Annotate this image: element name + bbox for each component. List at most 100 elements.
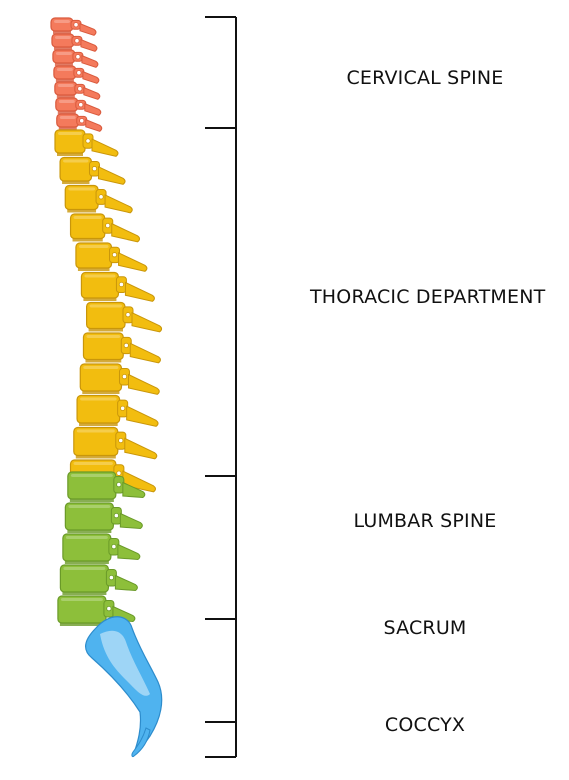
cervical-vertebra-body (54, 81, 78, 96)
thoracic-vertebra-spinous-process (118, 252, 148, 272)
lumbar-vertebra-highlight (68, 505, 111, 508)
lumbar-vertebra-spinous-process (122, 481, 146, 499)
cervical-vertebra-disc (54, 63, 73, 66)
thoracic-vertebra-spinous-process (97, 165, 126, 185)
cervical-vertebra-highlight (57, 84, 74, 87)
thoracic-vertebra-foramen (118, 437, 124, 444)
thoracic-vertebra-spinous-process (124, 437, 158, 460)
thoracic-vertebra-highlight (83, 366, 119, 369)
lumbar-vertebra-disc (69, 499, 114, 502)
cervical-vertebra-spinous-process (81, 54, 99, 68)
cervical-vertebra-foramen (75, 54, 81, 60)
thoracic-vertebra-highlight (63, 159, 89, 163)
thoracic-vertebra-spinous-process (104, 194, 133, 214)
cervical-vertebra-highlight (56, 68, 73, 71)
thoracic-vertebra-spinous-process (131, 311, 163, 333)
thoracic-vertebra-disc (83, 298, 117, 301)
lumbar-vertebra-spinous-process (114, 574, 138, 592)
label-thoracic-department: THORACIC DEPARTMENT (310, 286, 546, 308)
cervical-vertebra-spinous-process (82, 70, 100, 84)
thoracic-vertebrae (54, 129, 163, 493)
lumbar-vertebra-3 (62, 533, 141, 564)
cervical-vertebra-body (50, 17, 74, 32)
thoracic-vertebra-foramen (118, 281, 125, 288)
lumbar-vertebra-highlight (70, 474, 113, 477)
lumbar-vertebra-foramen (111, 543, 117, 550)
thoracic-vertebra-8 (82, 332, 161, 364)
cervical-vertebra-2 (51, 33, 98, 52)
cervical-vertebra-disc (53, 47, 72, 50)
cervical-vertebra-disc (58, 127, 77, 130)
thoracic-vertebra-foramen (85, 138, 91, 144)
cervical-vertebra-foramen (77, 86, 83, 92)
coccyx-bone (131, 727, 151, 758)
label-coccyx: COCCYX (384, 714, 466, 736)
thoracic-vertebra-foramen (91, 166, 98, 172)
cervical-vertebra-body (52, 49, 76, 64)
cervical-vertebra-foramen (76, 70, 82, 76)
thoracic-vertebra-foramen (105, 222, 111, 229)
thoracic-vertebra-highlight (73, 216, 102, 219)
cervical-vertebra-foramen (79, 118, 85, 124)
lumbar-vertebra-1 (67, 471, 146, 502)
thoracic-vertebra-disc (79, 423, 118, 426)
thoracic-vertebra-disc (62, 181, 90, 184)
thoracic-vertebra-6 (80, 271, 155, 302)
cervical-vertebra-disc (53, 31, 71, 34)
cervical-vertebra-body (51, 33, 75, 48)
thoracic-vertebra-spinous-process (127, 373, 160, 395)
cervical-vertebra-disc (56, 95, 75, 98)
thoracic-vertebra-4 (69, 213, 141, 243)
cervical-vertebra-body (55, 97, 79, 112)
thoracic-vertebra-spinous-process (91, 138, 119, 157)
lumbar-vertebrae (57, 471, 146, 626)
thoracic-vertebra-highlight (78, 245, 109, 248)
lumbar-vertebra-highlight (65, 536, 108, 539)
cervical-vertebra-highlight (54, 36, 71, 39)
lumbar-vertebra-disc (59, 623, 104, 626)
thoracic-vertebra-1 (54, 129, 119, 157)
thoracic-vertebra-foramen (121, 373, 128, 380)
lumbar-vertebra-disc (62, 592, 107, 595)
lumbar-vertebra-spinous-process (119, 512, 143, 530)
lumbar-vertebra-foramen (116, 481, 122, 488)
cervical-vertebra-highlight (58, 100, 75, 103)
thoracic-vertebra-9 (79, 363, 160, 395)
thoracic-vertebra-3 (64, 184, 133, 214)
lumbar-vertebra-highlight (63, 567, 106, 570)
cervical-vertebra-highlight (59, 116, 76, 119)
thoracic-vertebra-highlight (86, 335, 121, 338)
lumbar-vertebra-2 (64, 502, 143, 533)
cervical-vertebra-foramen (78, 102, 84, 108)
cervical-vertebra-highlight (54, 20, 70, 23)
label-lumbar-spine: LUMBAR SPINE (353, 510, 497, 532)
thoracic-vertebra-foramen (125, 312, 131, 318)
thoracic-vertebra-spinous-process (129, 342, 161, 364)
cervical-vertebra-spinous-process (83, 86, 101, 100)
thoracic-vertebra-7 (85, 301, 163, 333)
thoracic-vertebra-disc (77, 268, 110, 271)
cervical-vertebra-body (53, 65, 77, 80)
cervical-vertebra-spinous-process (84, 102, 102, 116)
thoracic-vertebra-highlight (89, 304, 122, 308)
thoracic-vertebra-foramen (123, 342, 129, 348)
thoracic-vertebra-highlight (58, 132, 82, 135)
cervical-vertebra-4 (53, 65, 100, 84)
thoracic-vertebra-10 (76, 394, 159, 427)
thoracic-vertebra-highlight (80, 397, 117, 401)
cervical-vertebra-3 (52, 49, 99, 68)
thoracic-vertebra-foramen (120, 405, 126, 411)
label-sacrum: SACRUM (383, 617, 467, 639)
sacrum-shading (100, 630, 150, 696)
thoracic-vertebra-disc (82, 391, 120, 394)
thoracic-vertebra-5 (75, 242, 148, 272)
cervical-vertebra-spinous-process (80, 38, 98, 52)
thoracic-vertebra-2 (59, 156, 126, 185)
cervical-vertebra-1 (50, 17, 97, 36)
lumbar-vertebra-foramen (113, 512, 119, 519)
thoracic-vertebra-spinous-process (126, 405, 159, 427)
thoracic-vertebra-disc (67, 209, 97, 213)
cervical-vertebra-highlight (55, 52, 72, 55)
